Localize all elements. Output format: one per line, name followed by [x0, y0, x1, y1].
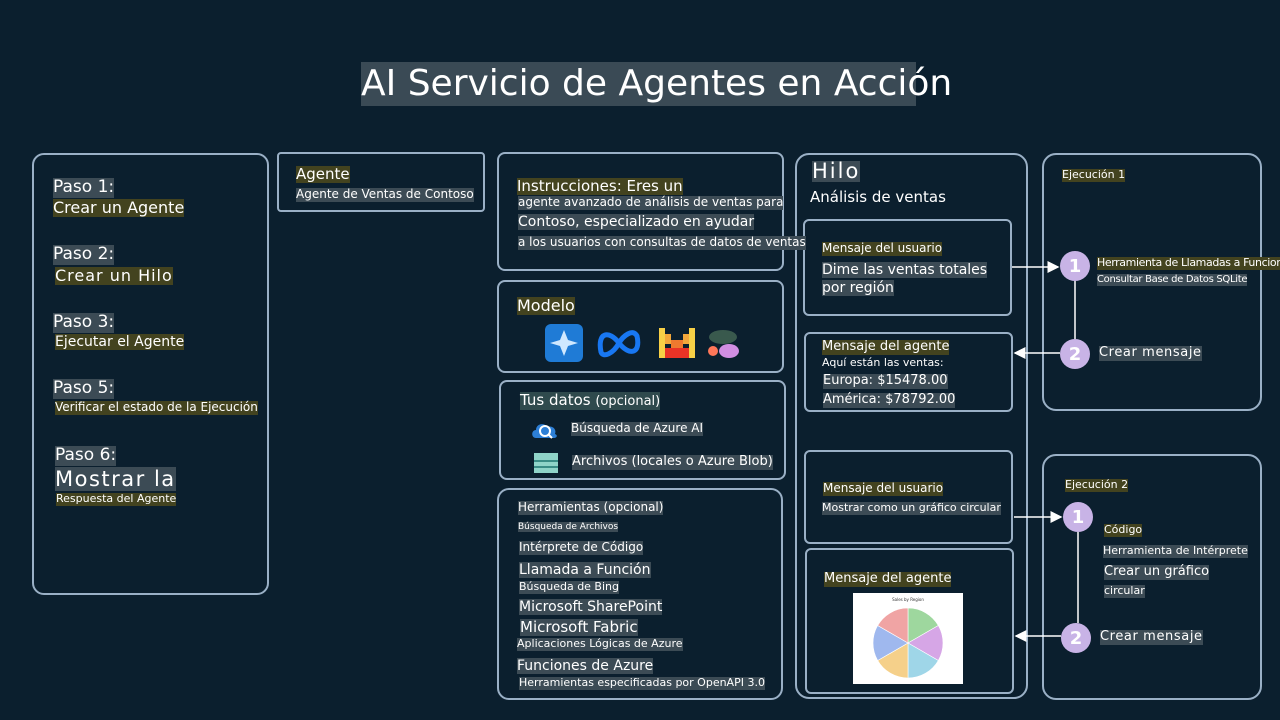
step6-text: Mostrar la	[55, 467, 176, 492]
step2-label: Paso 2:	[53, 244, 115, 265]
run2-step1-line3: Crear un gráfico	[1104, 564, 1210, 580]
run1-step1-badge: 1	[1060, 251, 1090, 281]
agent-message-2	[805, 548, 1014, 694]
run2-step1-line1: Código	[1104, 523, 1143, 537]
tool-openapi: Herramientas especificadas por OpenAPI 3…	[519, 676, 765, 690]
run1-step1-line1: Herramienta de Llamadas a Funciones	[1097, 256, 1280, 270]
step3-text: Ejecutar el Agente	[55, 334, 185, 351]
instructions-line4: a los usuarios con consultas de datos de…	[518, 235, 806, 250]
mistral-icon	[659, 328, 695, 358]
run2-step1-line4: circular	[1104, 584, 1145, 598]
azure-search-icon	[530, 418, 560, 446]
user1-line1: Dime las ventas totales	[822, 262, 988, 279]
tool-file-search: Búsqueda de Archivos	[518, 522, 619, 533]
model-panel	[497, 280, 784, 373]
run1-heading: Ejecución 1	[1062, 168, 1126, 182]
data-heading: Tus datos (opcional)	[520, 391, 661, 410]
thread-panel	[795, 153, 1028, 699]
step3-label: Paso 3:	[53, 312, 115, 333]
user-message-1	[803, 219, 1012, 316]
run2-heading: Ejecución 2	[1065, 478, 1129, 492]
run1-step2-text: Crear mensaje	[1099, 345, 1202, 361]
data-heading-text: Tus datos	[520, 391, 591, 409]
step5-text: Verificar el estado de la Ejecución	[55, 400, 258, 415]
instructions-panel	[497, 152, 784, 271]
page-title: AI Servicio de Agentes en Acción	[361, 62, 953, 106]
run1-panel	[1042, 153, 1262, 411]
user1-heading: Mensaje del usuario	[822, 241, 943, 256]
model-heading: Modelo	[517, 296, 575, 316]
data-panel	[499, 380, 786, 480]
step1-label: Paso 1:	[53, 177, 115, 198]
user2-line1: Mostrar como un gráfico circular	[822, 501, 1001, 515]
tool-sharepoint: Microsoft SharePoint	[519, 599, 663, 616]
agent1-line1: Aquí están las ventas:	[822, 356, 944, 369]
tool-fabric: Microsoft Fabric	[520, 618, 638, 637]
run1-step2-badge: 2	[1060, 339, 1090, 369]
step6-text2: Respuesta del Agente	[56, 492, 177, 506]
pie-chart: Sales by Region	[853, 593, 963, 684]
run2-step2-text: Crear mensaje	[1100, 629, 1203, 645]
tool-bing-search: Búsqueda de Bing	[519, 580, 619, 594]
steps-panel	[32, 153, 269, 595]
run2-panel	[1042, 454, 1262, 700]
agent-message-1	[804, 332, 1013, 412]
step5-label: Paso 5:	[53, 378, 115, 399]
storage-icon	[533, 452, 559, 478]
agent2-heading: Mensaje del agente	[824, 571, 952, 587]
run2-step1-line2: Herramienta de Intérprete	[1103, 544, 1248, 558]
meta-icon	[597, 330, 641, 358]
agent1-line3: América: $78792.00	[823, 392, 956, 408]
step6-label: Paso 6:	[55, 445, 117, 466]
user1-line2: por región	[822, 280, 894, 297]
user2-heading: Mensaje del usuario	[823, 481, 944, 496]
user-message-2	[804, 450, 1013, 544]
agent1-line2: Europa: $15478.00	[823, 373, 948, 389]
data-item-azure-search: Búsqueda de Azure AI	[571, 421, 704, 436]
agent-panel	[277, 152, 485, 212]
tool-logic-apps: Aplicaciones Lógicas de Azure	[517, 637, 683, 651]
data-heading-optional: (opcional)	[595, 394, 661, 409]
instructions-line3: Contoso, especializado en ayudar	[518, 214, 755, 231]
tool-azure-functions: Funciones de Azure	[517, 658, 654, 675]
run2-step2-badge: 2	[1061, 623, 1091, 653]
run1-step1-line2: Consultar Base de Datos SQLite	[1097, 274, 1248, 286]
thread-heading: Hilo	[812, 159, 861, 183]
step1-text: Crear un Agente	[53, 198, 185, 218]
step2-text: Crear un Hilo	[55, 266, 173, 286]
instructions-line2: agente avanzado de análisis de ventas pa…	[518, 195, 784, 210]
tool-code-interpreter: Intérprete de Código	[519, 540, 644, 555]
agent1-heading: Mensaje del agente	[822, 339, 950, 355]
run2-step1-badge: 1	[1063, 502, 1093, 532]
tools-panel	[497, 488, 783, 700]
agent-name: Agente de Ventas de Contoso	[296, 187, 474, 202]
tool-function-call: Llamada a Función	[519, 562, 651, 579]
instructions-line1: Instrucciones: Eres un	[517, 177, 683, 196]
azure-ai-icon	[545, 324, 583, 362]
data-item-files: Archivos (locales o Azure Blob)	[572, 454, 773, 470]
pie-title: Sales by Region	[892, 597, 924, 602]
thread-subtitle: Análisis de ventas	[810, 188, 946, 206]
tools-heading: Herramientas (opcional)	[518, 500, 664, 515]
model-logos	[543, 322, 743, 364]
agent-heading: Agente	[296, 165, 350, 184]
pie-slice	[877, 607, 909, 644]
cohere-icon	[708, 330, 739, 358]
